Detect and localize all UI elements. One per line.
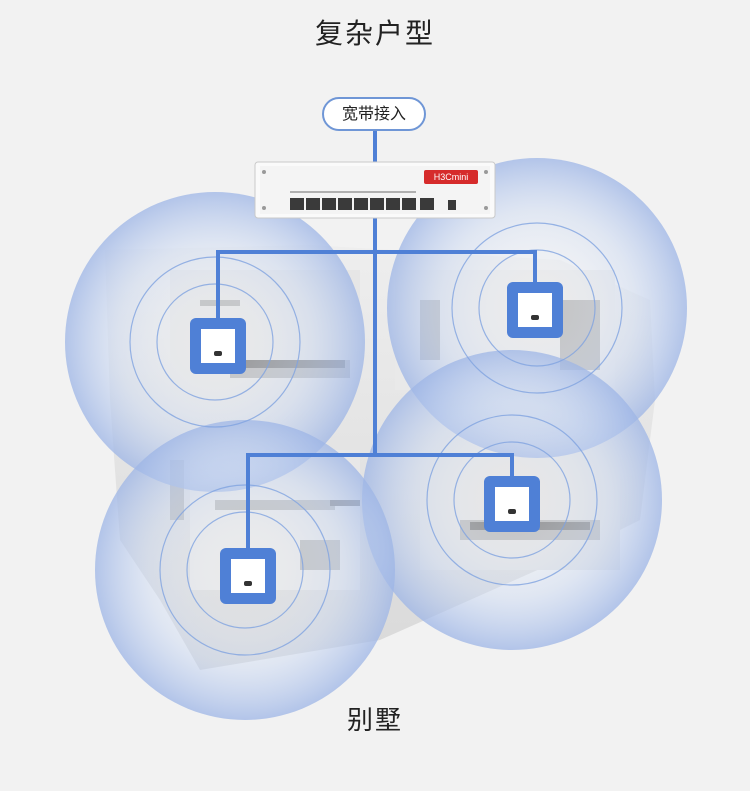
wireless-ap-icon [190, 318, 246, 374]
wireless-ap-icon [507, 282, 563, 338]
house-type-label: 别墅 [346, 706, 403, 736]
wireless-ap-icon [484, 476, 540, 532]
broadband-access-label: 宽带接入 [322, 97, 426, 131]
connection-lines [216, 131, 537, 548]
page-title: 复杂户型 [314, 17, 435, 50]
switch-brand-logo: H3Cmini [424, 170, 478, 184]
wireless-ap-icon [220, 548, 276, 604]
